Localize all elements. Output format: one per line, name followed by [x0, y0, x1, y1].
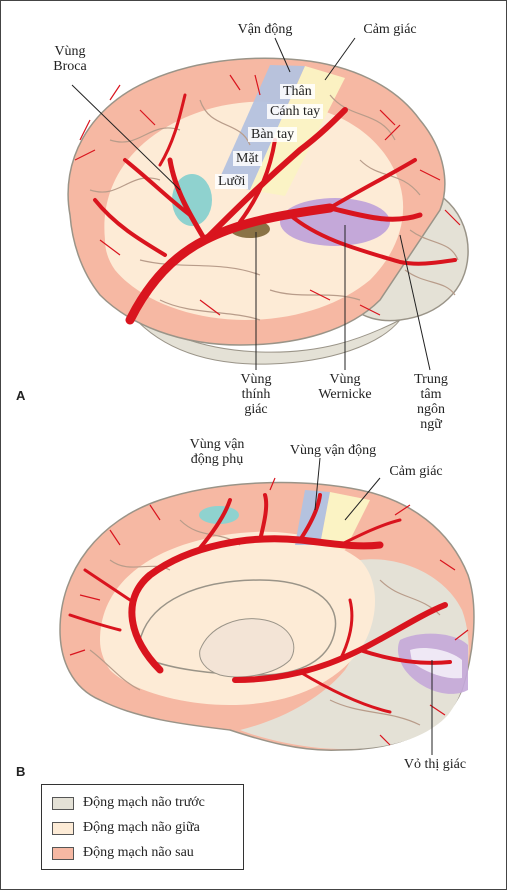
label-body-trunk: Thân — [280, 84, 315, 99]
medial-brain — [59, 477, 475, 751]
label-body-tongue: Lưỡi — [215, 174, 249, 189]
label-broca-text: Vùng Broca — [53, 44, 87, 74]
leader-lines-a — [71, 37, 431, 371]
legend-swatch-posterior — [52, 846, 74, 860]
label-auditory: Vùng thính giác — [240, 372, 272, 417]
temporal-base-region — [119, 299, 401, 365]
label-supplementary-motor: Vùng vận động phụ — [189, 437, 245, 467]
label-body-hand: Bàn tay — [248, 127, 298, 142]
panel-label-b: B — [16, 764, 26, 779]
label-visual-cortex: Vỏ thị giác — [403, 757, 467, 772]
label-body-arm: Cánh tay — [267, 104, 324, 119]
small-arteries-b — [69, 477, 469, 746]
label-language-center: Trung tâm ngôn ngữ — [414, 372, 448, 432]
leader-lines-b — [314, 457, 433, 755]
sensory-strip — [250, 66, 345, 196]
label-sensory: Cảm giác — [363, 22, 417, 37]
small-arteries-a — [74, 74, 461, 316]
label-broca: Vùng Broca — [40, 44, 100, 74]
supplementary-motor-area — [199, 506, 239, 524]
legend-item-posterior: Động mạch não sau — [52, 844, 194, 862]
label-motor: Vận động — [237, 22, 293, 37]
legend-swatch-anterior — [52, 796, 74, 810]
label-motor-area: Vùng vận động — [289, 443, 377, 458]
sensory-strip-b — [320, 492, 370, 550]
legend: Động mạch não trước Động mạch não giữa Đ… — [41, 784, 244, 870]
arteries-a — [93, 93, 457, 325]
arteries-b — [68, 493, 452, 714]
thalamus — [199, 618, 295, 678]
legend-label-posterior: Động mạch não sau — [83, 845, 194, 860]
label-body-face: Mặt — [233, 151, 262, 166]
label-sensory-b: Cảm giác — [389, 464, 443, 479]
legend-label-anterior: Động mạch não trước — [83, 795, 205, 810]
label-wernicke: Vùng Wernicke — [318, 372, 372, 402]
broca-area — [172, 174, 212, 226]
panel-label-a: A — [16, 388, 26, 403]
legend-item-anterior: Động mạch não trước — [52, 794, 205, 812]
legend-swatch-middle — [52, 821, 74, 835]
legend-label-middle: Động mạch não giữa — [83, 820, 200, 835]
legend-item-middle: Động mạch não giữa — [52, 819, 200, 837]
